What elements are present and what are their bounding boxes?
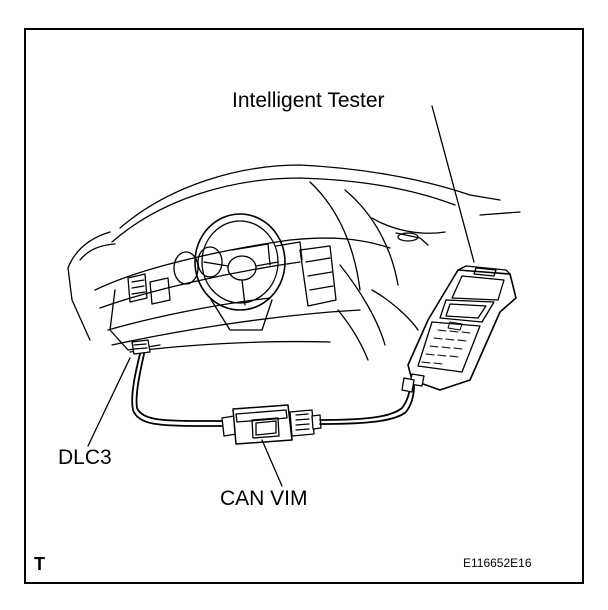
figure-code: E116652E16: [463, 556, 532, 570]
leader-intelligent-tester: [431, 105, 475, 263]
label-intelligent-tester: Intelligent Tester: [232, 89, 385, 112]
leader-can-vim: [261, 439, 283, 487]
cable-vim-to-tester: [319, 383, 415, 425]
steering-wheel: [194, 213, 286, 331]
a-pillar-outline: [67, 231, 116, 341]
label-dlc3: DLC3: [58, 446, 112, 469]
section-letter: T: [34, 554, 45, 574]
dlc3-connector: [131, 339, 151, 355]
windshield-outline: [111, 164, 521, 291]
can-vim-module: [221, 404, 322, 445]
leader-lines: [87, 105, 475, 487]
cable-dlc3-to-vim: [131, 353, 223, 427]
intelligent-tester-device: [401, 265, 517, 393]
figure-frame: [24, 28, 584, 584]
leader-dlc3: [87, 357, 131, 447]
dashboard-outline: [94, 237, 391, 361]
label-can-vim: CAN VIM: [220, 487, 308, 510]
